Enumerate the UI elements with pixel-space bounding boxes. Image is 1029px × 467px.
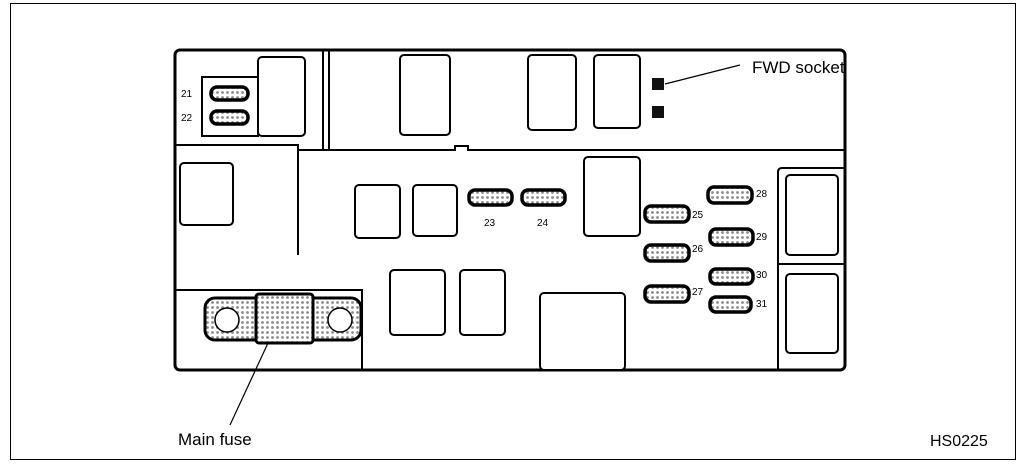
- relay: [593, 54, 641, 129]
- fuse-28: [706, 185, 754, 205]
- fuse-21: [209, 85, 250, 102]
- fuse-number: 29: [756, 232, 768, 243]
- fuse-number: 22: [181, 113, 193, 124]
- fuse-number: 27: [692, 287, 704, 298]
- relay: [539, 292, 626, 371]
- fuse-number: 31: [756, 299, 768, 310]
- figure-code: HS0225: [930, 433, 988, 450]
- relay: [257, 56, 306, 137]
- relay: [179, 162, 234, 226]
- fwd-socket: [652, 78, 664, 90]
- fuse-number: 30: [756, 270, 768, 281]
- fuse-24: [520, 188, 567, 207]
- fuse-number: 21: [181, 89, 193, 100]
- fuse-22: [209, 109, 250, 126]
- fuses: [209, 85, 755, 314]
- fuse-number: 25: [692, 210, 704, 221]
- fuse-23: [467, 188, 514, 207]
- fwd-socket-terminal: [652, 106, 664, 118]
- relay: [389, 269, 446, 336]
- fuse-27: [643, 284, 691, 304]
- fuse-30: [708, 267, 755, 286]
- fuse-number: 23: [484, 218, 496, 229]
- fwd-socket-label: FWD socket: [752, 58, 845, 77]
- figure-frame: [10, 3, 1016, 460]
- relay: [459, 269, 506, 336]
- fuse-29: [708, 227, 755, 247]
- main-fuse-label: Main fuse: [178, 430, 252, 449]
- panel-dividers: [175, 50, 845, 370]
- fuse-number: 28: [756, 189, 768, 200]
- relay: [412, 184, 458, 237]
- relay: [354, 184, 401, 239]
- fuse-25: [643, 204, 691, 224]
- fuse-31: [708, 295, 753, 314]
- fuse-number: 24: [537, 218, 549, 229]
- fuse-number: 26: [692, 244, 704, 255]
- relay: [583, 156, 641, 237]
- relay: [527, 54, 577, 131]
- relay: [399, 54, 451, 136]
- fuse-26: [643, 243, 691, 263]
- main-fuse: [203, 292, 363, 345]
- relay: [785, 174, 839, 256]
- relay: [785, 273, 839, 354]
- fuse-number-labels: 21 22 23 24 25 26 27 28 29 30 31: [181, 89, 768, 310]
